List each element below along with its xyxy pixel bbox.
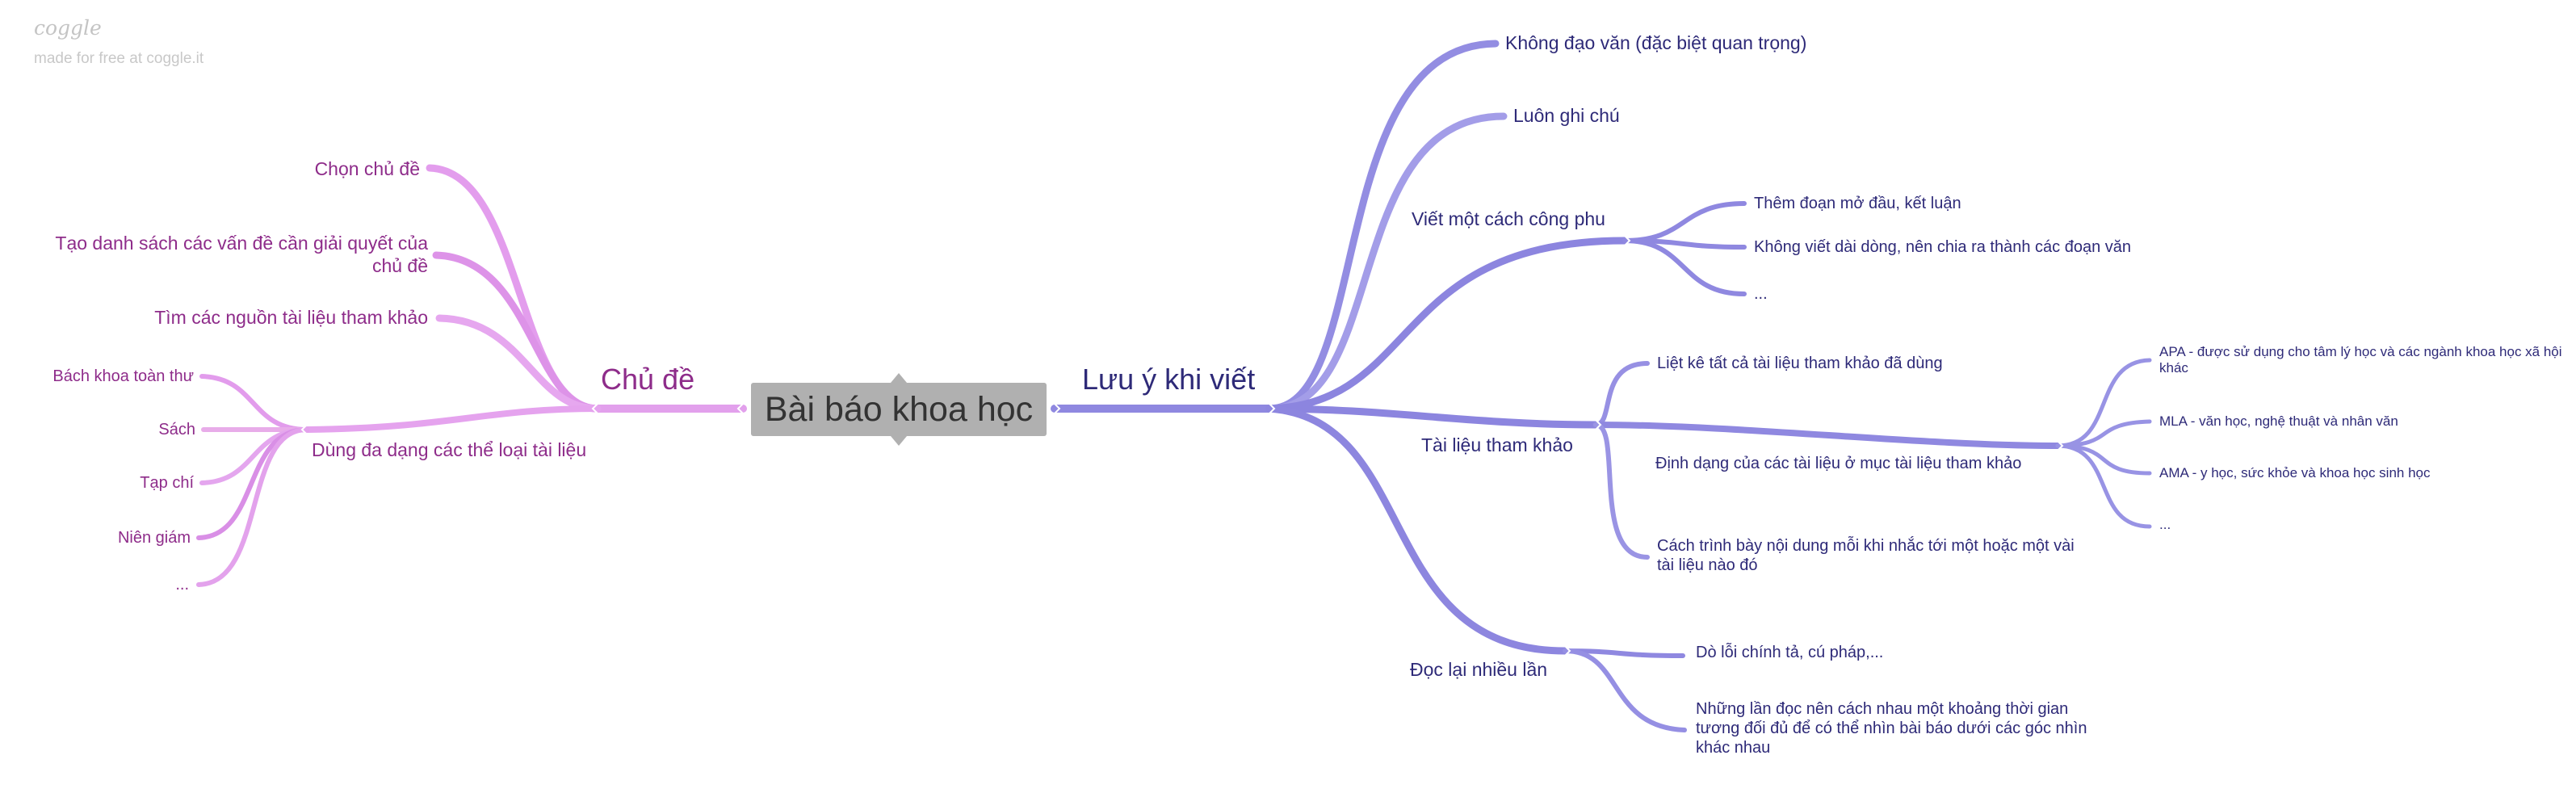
node-them-doan[interactable]: Thêm đoạn mở đầu, kết luận [1754,195,1961,212]
connector-doc-lai-do-loi [1563,648,1685,658]
node-liet-ke[interactable]: Liệt kê tất cả tài liệu tham khảo đã dùn… [1657,355,1943,372]
connector-luu-y-cong-phu [1265,237,1629,413]
node-sach[interactable]: Sách [158,421,195,438]
connector-luu-y-ghi-chu [1265,112,1508,413]
node-nhung-lan-doc[interactable]: Những lần đọc nên cách nhau một khoảng t… [1696,700,2087,757]
chevron-icon [1624,235,1631,246]
chevron-icon [591,403,598,414]
root-label: Bài báo khoa học [764,389,1034,429]
node-khong-viet-dai[interactable]: Không viết dài dòng, nên chia ra thành c… [1754,238,2132,256]
connector-chu-de-da-dang [304,405,601,433]
connector-dinh-dang-ama [2055,443,2152,476]
chevron-icon [2057,440,2064,451]
connector-tai-lieu-liet-ke [1593,361,1650,427]
connector-da-dang-bach-khoa [199,374,309,432]
node-nien-giam[interactable]: Niên giám [117,529,191,547]
coggle-logo[interactable]: coggle [34,16,102,40]
node-apa[interactable]: APA - được sử dụng cho tâm lý học và các… [2159,344,2562,376]
connector-tai-lieu-dinh-dang [1592,422,2061,449]
chevron-icon [1054,403,1061,414]
chevron-icon [1564,645,1571,657]
node-luon-ghi-chu[interactable]: Luôn ghi chú [1513,105,1620,126]
connector-chu-de-chon [426,164,602,413]
connector-luu-y-tai-lieu [1265,405,1600,429]
chevron-icon [1269,403,1276,414]
root-notch-top [891,373,907,383]
node-tim-nguon[interactable]: Tìm các nguồn tài liệu tham khảo [154,307,428,328]
node-doc-lai[interactable]: Đọc lại nhiều lần [1410,659,1548,680]
chevron-icon [1595,419,1602,430]
node-cach-trinh-bay[interactable]: Cách trình bày nội dung mỗi khi nhắc tới… [1657,537,2075,574]
chevron-icon [736,403,744,414]
connector-doc-lai-nhung-lan [1563,648,1687,732]
node-format-ellipsis[interactable]: ... [2159,517,2171,532]
connector-dinh-dang-apa [2055,358,2152,448]
node-left-ellipsis[interactable]: ... [175,576,189,594]
connector-luu-y-dao-van [1265,40,1500,413]
node-tap-chi[interactable]: Tạp chí [140,474,194,492]
connector-chu-de-tim [435,314,602,413]
connector-da-dang-ellipsis [196,427,309,587]
connector-cong-phu-them [1622,201,1747,243]
node-luu-y[interactable]: Lưu ý khi viết [1082,363,1256,396]
node-cong-phu-ellipsis[interactable]: ... [1754,285,1768,303]
connector-dinh-dang-ellipsis [2055,443,2152,529]
chevron-icon [300,424,308,435]
node-tai-lieu[interactable]: Tài liệu tham khảo [1421,434,1573,455]
node-ama[interactable]: AMA - y học, sức khỏe và khoa học sinh h… [2159,465,2431,480]
connector-tai-lieu-cach-trinh-bay [1593,422,1650,560]
root-node[interactable]: Bài báo khoa học [751,383,1047,436]
connector-cong-phu-ellipsis [1622,238,1747,296]
node-chon-chu-de[interactable]: Chọn chủ đề [314,158,420,179]
node-chu-de[interactable]: Chủ đề [601,363,695,396]
node-da-dang[interactable]: Dùng đa dạng các thể loại tài liệu [312,439,587,460]
node-cong-phu[interactable]: Viết một cách công phu [1412,208,1605,229]
node-mla[interactable]: MLA - văn học, nghệ thuật và nhân văn [2159,413,2398,429]
node-do-loi[interactable]: Dò lỗi chính tả, cú pháp,... [1696,644,1884,661]
node-dinh-dang[interactable]: Định dạng của các tài liệu ở mục tài liệ… [1655,455,2022,472]
node-khong-dao-van[interactable]: Không đạo văn (đặc biệt quan trọng) [1505,32,1807,53]
root-notch-bottom [891,436,907,446]
node-bach-khoa[interactable]: Bách khoa toàn thư [52,367,194,385]
connector-luu-y-doc-lai [1265,405,1569,655]
coggle-tagline[interactable]: made for free at coggle.it [34,50,204,67]
node-tao-danh-sach[interactable]: Tạo danh sách các vấn đề cần giải quyết … [55,233,428,276]
